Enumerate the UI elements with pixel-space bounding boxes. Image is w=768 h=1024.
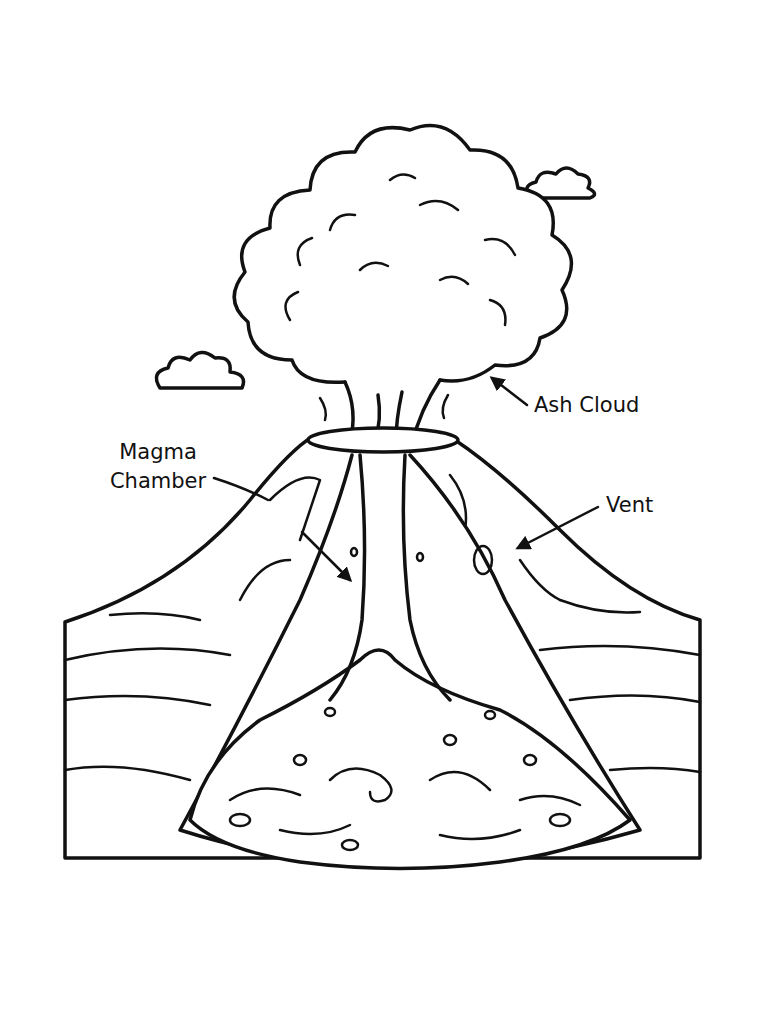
magma-bubbles [230, 546, 570, 850]
magma-swirl [230, 769, 580, 839]
leader-arrow [492, 378, 527, 405]
leader-line [214, 478, 268, 500]
part-label: Magma Chamber [98, 438, 218, 496]
cloud-detail [286, 174, 516, 325]
plume-spray [320, 395, 448, 420]
magma-chamber [190, 650, 630, 869]
leader-arrow [302, 532, 350, 580]
part-label: Ash Cloud [534, 391, 694, 420]
crater [308, 428, 458, 452]
part-label: Vent [606, 491, 706, 520]
leader-arrow [518, 507, 598, 548]
ash-cloud [234, 126, 571, 383]
small-cloud [156, 352, 243, 388]
